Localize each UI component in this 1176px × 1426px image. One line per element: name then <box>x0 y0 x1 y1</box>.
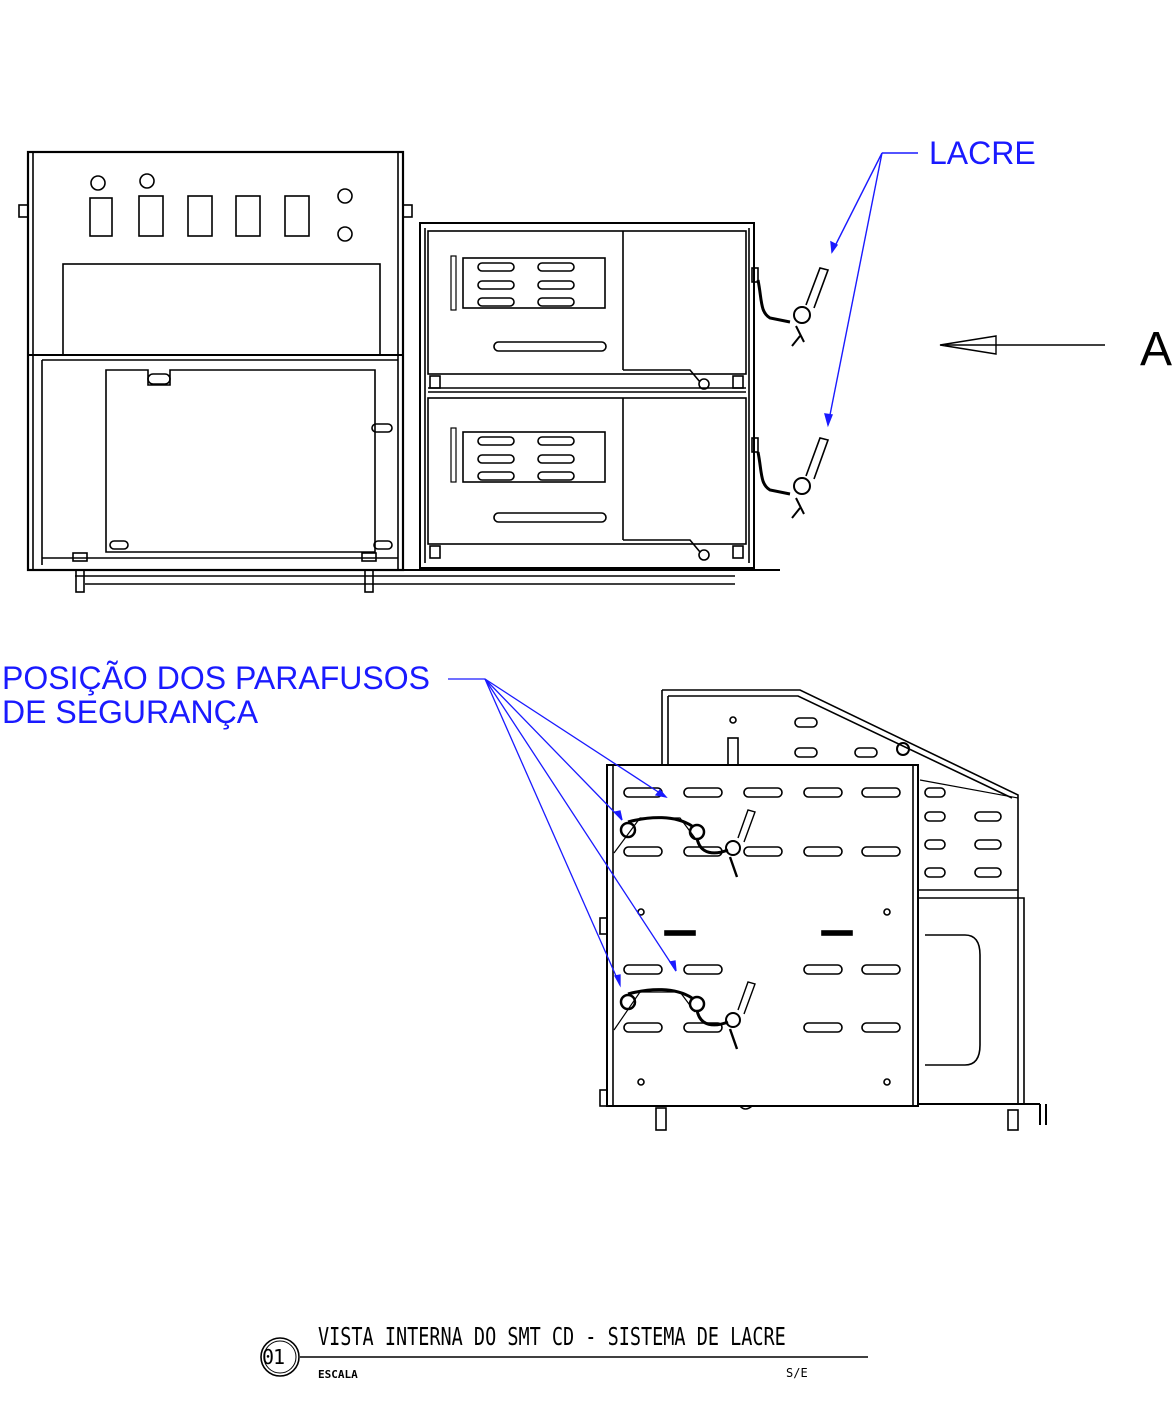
front-cabinet-panel <box>18 150 780 593</box>
lacre-leader-lines <box>824 152 918 428</box>
parafusos-label-line2: DE SEGURANÇA <box>2 694 259 730</box>
drawing-title: VISTA INTERNA DO SMT CD - SISTEMA DE LAC… <box>318 1322 786 1351</box>
security-screw-icon <box>613 981 756 1050</box>
lacre-label: LACRE <box>929 135 1036 171</box>
seal-icon <box>756 267 830 347</box>
drawer-unit <box>419 222 759 569</box>
seal-icon <box>756 437 830 519</box>
scale-value: S/E <box>786 1366 808 1380</box>
parafusos-label-line1: POSIÇÃO DOS PARAFUSOS <box>2 660 430 696</box>
parafusos-leader-lines <box>448 678 677 988</box>
scale-label: ESCALA <box>318 1368 358 1381</box>
view-marker: A <box>1140 323 1173 376</box>
security-screw-icon <box>613 809 756 878</box>
parafusos-label: POSIÇÃO DOS PARAFUSOS DE SEGURANÇA <box>2 661 430 729</box>
drawing-number: 01 <box>262 1345 285 1369</box>
title-block <box>260 1337 868 1377</box>
view-direction-arrow-icon <box>939 335 1105 355</box>
side-view-cabinet <box>599 689 1047 1131</box>
